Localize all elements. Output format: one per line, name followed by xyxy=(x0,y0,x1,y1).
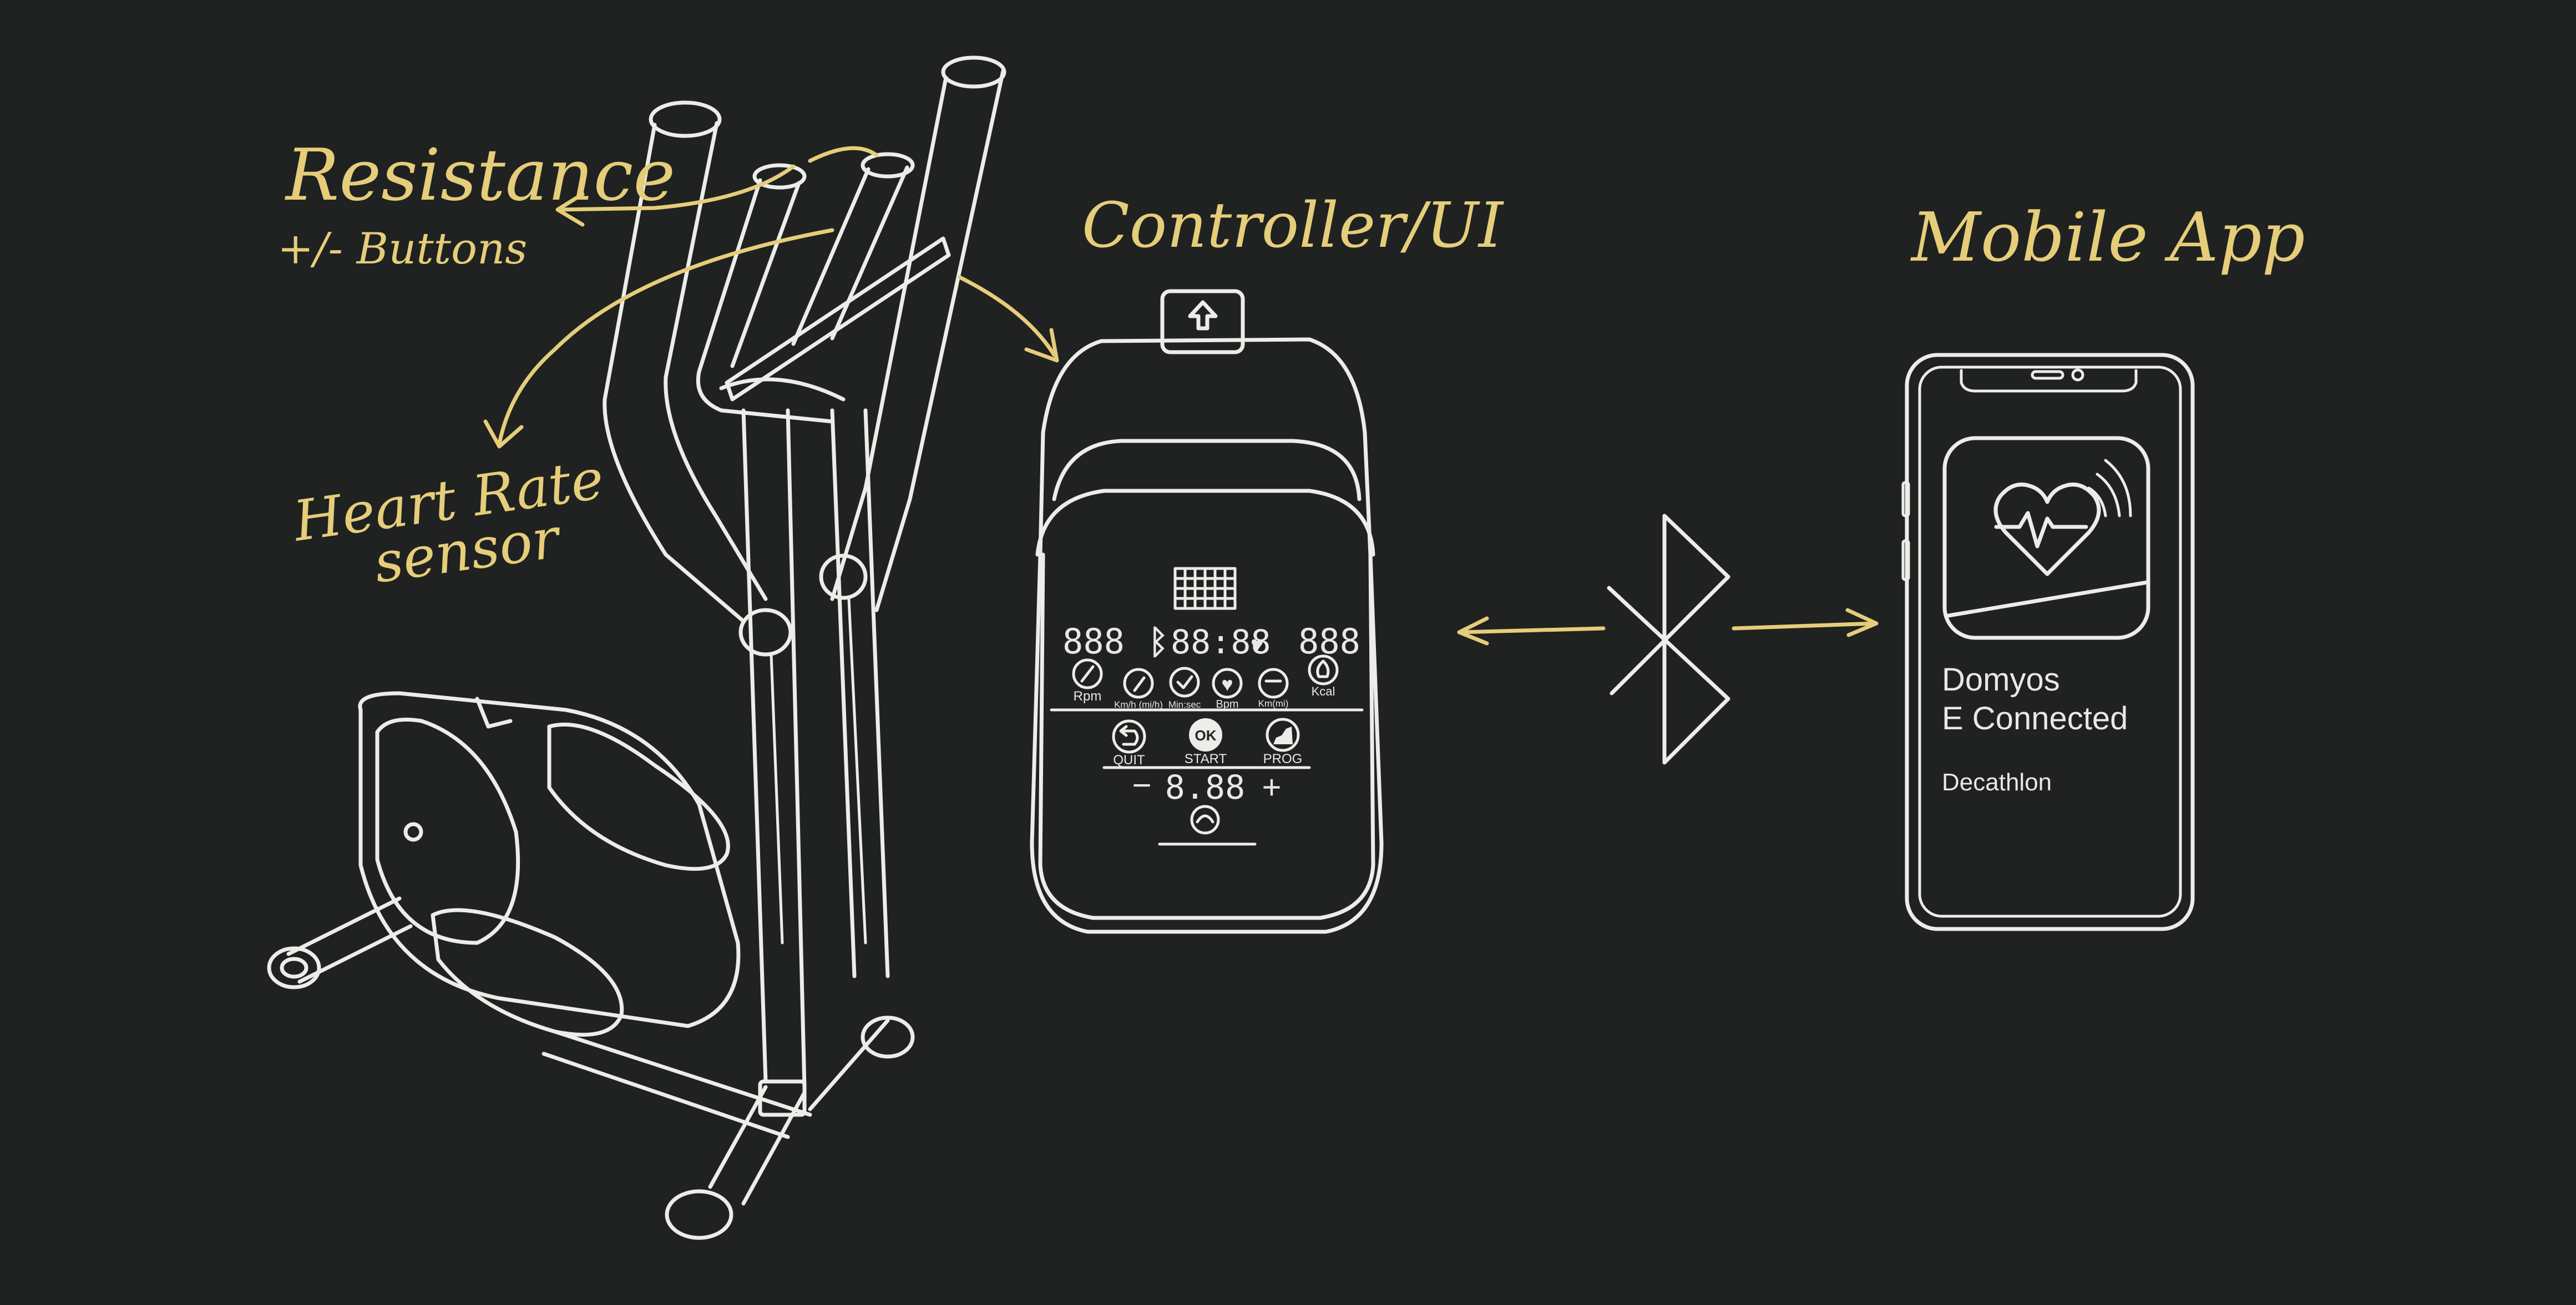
back-arrow-icon xyxy=(1121,727,1137,744)
resistance-label: Resistance xyxy=(285,134,675,217)
metric-bpm: ♥ Bpm xyxy=(1213,669,1241,710)
clock-icon xyxy=(1171,668,1198,696)
controller-arrow-head xyxy=(1026,330,1057,360)
right-display: 888 xyxy=(1298,621,1360,662)
bars-icon xyxy=(1273,727,1293,744)
right-arrow xyxy=(1734,623,1875,628)
front-camera xyxy=(2073,370,2083,380)
heart-small-icon: ♥ xyxy=(1251,632,1264,657)
bluetooth-small-icon: ᛒ xyxy=(1148,623,1168,662)
led-matrix xyxy=(1175,568,1235,608)
svg-text:START: START xyxy=(1185,751,1227,766)
ok-label: OK xyxy=(1195,727,1217,744)
svg-text:Rpm: Rpm xyxy=(1074,689,1102,704)
bluetooth-icon xyxy=(1609,516,1728,763)
distance-icon xyxy=(1259,669,1287,697)
metric-row: Rpm Km/h (mi/h) Min:sec ♥ Bpm Km(mi) Kca… xyxy=(1074,656,1337,710)
svg-text:PROG: PROG xyxy=(1263,751,1303,766)
heart-pulse-icon xyxy=(1996,460,2130,574)
app-name-line2: E Connected xyxy=(1942,700,2128,737)
app-name-line1: Domyos xyxy=(1942,662,2060,698)
svg-text:Min:sec: Min:sec xyxy=(1168,699,1201,710)
smartphone xyxy=(1903,355,2193,929)
controller-arrow xyxy=(960,277,1054,355)
metric-kcal: Kcal xyxy=(1309,656,1337,698)
heart-icon: ♥ xyxy=(1221,673,1233,695)
svg-text:QUIT: QUIT xyxy=(1113,753,1145,768)
heart-rate-arrow xyxy=(499,230,832,444)
metric-rpm: Rpm xyxy=(1074,660,1102,704)
metric-distance: Km(mi) xyxy=(1258,669,1289,709)
plus-button[interactable]: + xyxy=(1262,769,1281,806)
level-display: 8.88 xyxy=(1165,768,1246,807)
left-arrow xyxy=(1459,628,1603,632)
svg-text:Km(mi): Km(mi) xyxy=(1258,698,1289,709)
metric-speed: Km/h (mi/h) xyxy=(1114,669,1163,710)
controller-console xyxy=(1032,291,1381,932)
resistance-dial-icon xyxy=(1192,806,1218,833)
app-icon-tile[interactable] xyxy=(1945,438,2148,638)
buttons-label: +/- Buttons xyxy=(277,224,527,274)
mobile-app-label: Mobile App xyxy=(1910,198,2305,277)
quit-button[interactable]: QUIT xyxy=(1113,721,1145,768)
svg-text:Km/h (mi/h): Km/h (mi/h) xyxy=(1114,699,1163,710)
app-publisher: Decathlon xyxy=(1942,769,2052,796)
prog-button[interactable]: PROG xyxy=(1263,719,1303,766)
controller-label: Controller/UI xyxy=(1082,190,1505,262)
minus-button[interactable]: − xyxy=(1132,766,1151,804)
left-display: 888 xyxy=(1062,621,1125,662)
svg-text:Kcal: Kcal xyxy=(1312,684,1335,698)
metric-time: Min:sec xyxy=(1168,668,1201,710)
up-arrow-icon xyxy=(1190,302,1216,328)
speaker-grille xyxy=(2032,372,2063,378)
start-button[interactable]: OK START xyxy=(1185,718,1227,766)
